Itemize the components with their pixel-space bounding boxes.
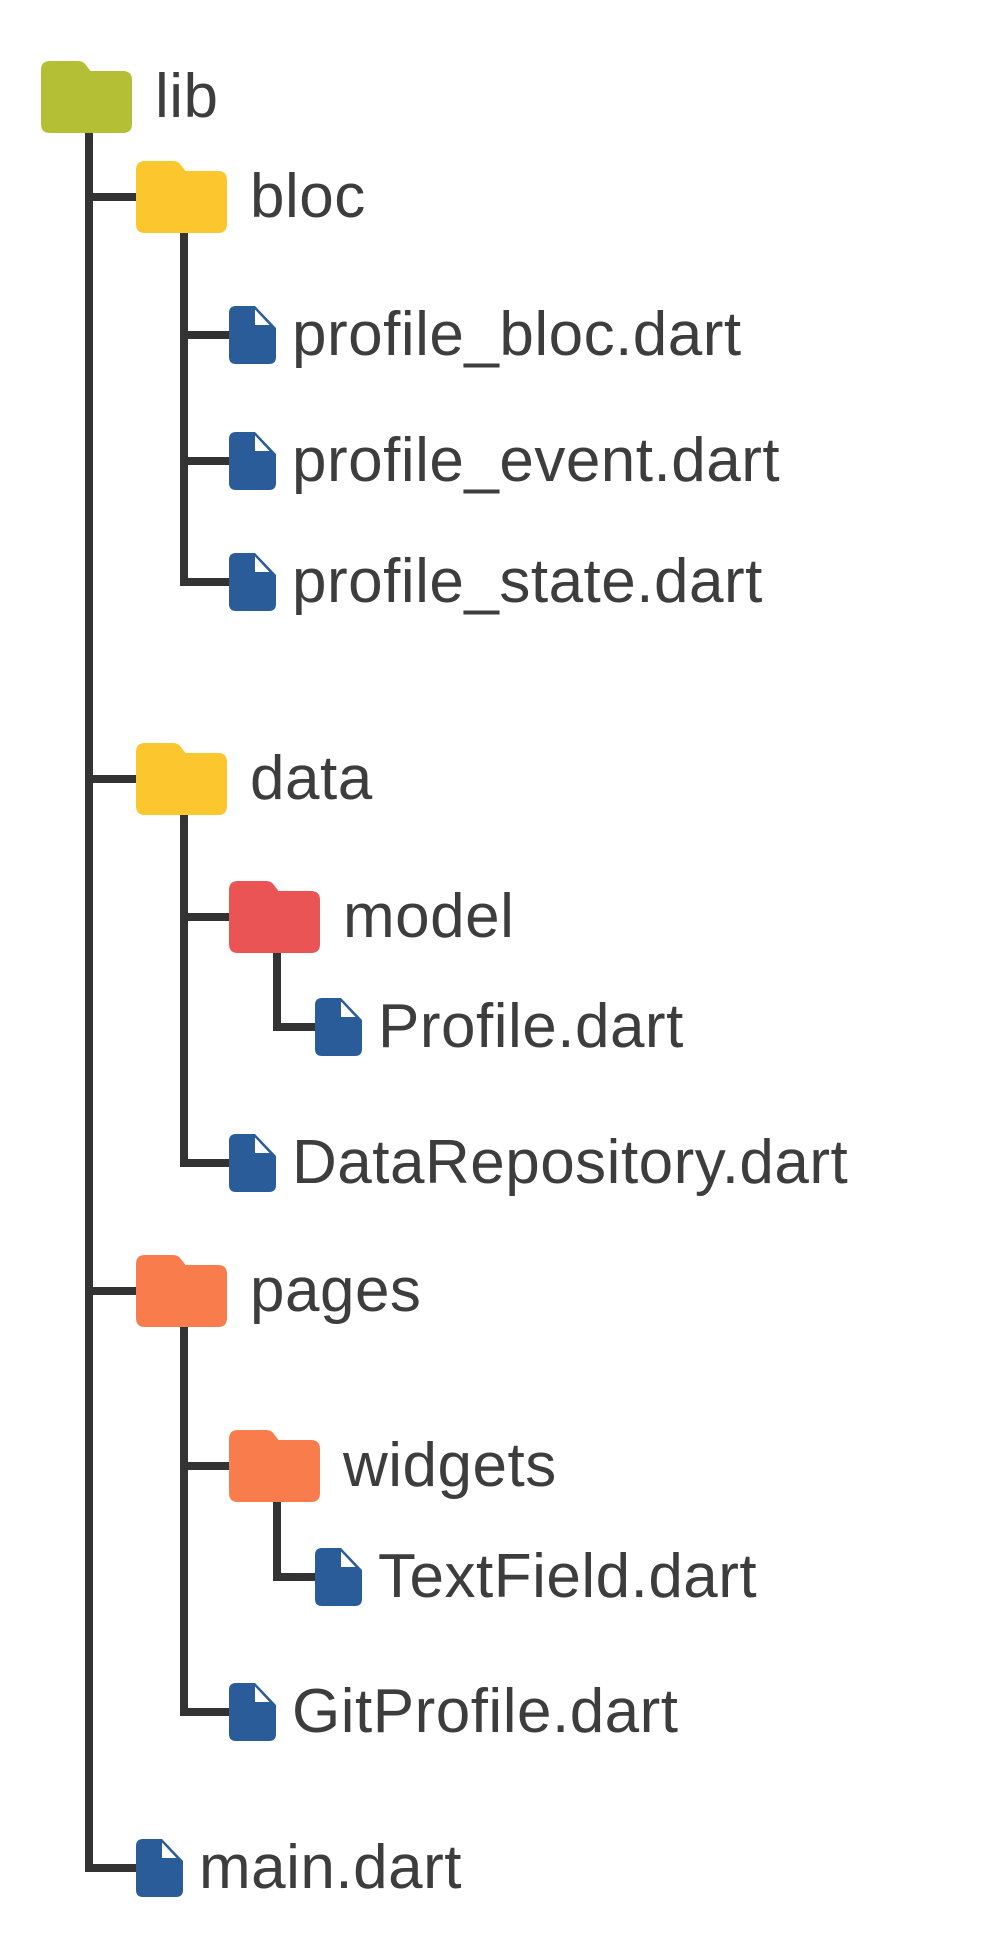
node-label-lib: lib — [155, 62, 219, 131]
node-label-model: model — [343, 882, 515, 951]
tree-branch-line-Profile — [273, 1023, 321, 1031]
tree-node-GitProfile: GitProfile.dart — [229, 1681, 678, 1743]
tree-node-data: data — [136, 743, 372, 815]
tree-node-main: main.dart — [136, 1837, 461, 1899]
tree-node-profile_state: profile_state.dart — [229, 551, 762, 613]
tree-branch-line-profile_event — [180, 457, 235, 465]
tree-node-TextField: TextField.dart — [315, 1546, 757, 1608]
folder-icon — [136, 743, 227, 820]
tree-branch-line-GitProfile — [180, 1708, 235, 1716]
folder-icon — [136, 161, 227, 238]
tree-node-widgets: widgets — [229, 1430, 556, 1502]
tree-trunk-line-data — [180, 809, 188, 1167]
tree-branch-line-model — [180, 913, 235, 921]
file-icon — [229, 306, 276, 369]
file-icon — [315, 998, 362, 1061]
tree-branch-line-pages — [85, 1287, 142, 1295]
tree-node-profile_bloc: profile_bloc.dart — [229, 304, 741, 366]
node-label-bloc: bloc — [250, 162, 366, 231]
node-label-profile_state: profile_state.dart — [292, 547, 763, 616]
tree-branch-line-profile_state — [180, 578, 235, 586]
node-label-pages: pages — [250, 1256, 422, 1325]
node-label-data: data — [250, 744, 373, 813]
node-label-TextField: TextField.dart — [378, 1542, 758, 1611]
tree-node-Profile: Profile.dart — [315, 996, 683, 1058]
tree-node-lib: lib — [41, 61, 218, 133]
file-icon — [229, 1683, 276, 1746]
node-label-profile_event: profile_event.dart — [292, 426, 781, 495]
file-icon — [315, 1548, 362, 1611]
tree-branch-line-data — [85, 775, 142, 783]
folder-icon — [136, 1255, 227, 1332]
tree-branch-line-DataRepository — [180, 1159, 235, 1167]
tree-trunk-line-widgets — [273, 1496, 281, 1581]
tree-branch-line-main — [85, 1864, 142, 1872]
tree-node-DataRepository: DataRepository.dart — [229, 1132, 848, 1194]
tree-trunk-line-lib — [85, 127, 93, 1872]
tree-node-bloc: bloc — [136, 161, 365, 233]
node-label-main: main.dart — [199, 1833, 462, 1902]
tree-branch-line-widgets — [180, 1462, 235, 1470]
tree-trunk-line-model — [273, 947, 281, 1031]
node-label-DataRepository: DataRepository.dart — [292, 1128, 849, 1197]
tree-branch-line-bloc — [85, 193, 142, 201]
node-label-Profile: Profile.dart — [378, 992, 684, 1061]
node-label-profile_bloc: profile_bloc.dart — [292, 300, 742, 369]
node-label-widgets: widgets — [343, 1431, 557, 1500]
file-icon — [229, 432, 276, 495]
tree-trunk-line-bloc — [180, 227, 188, 586]
folder-icon — [229, 1430, 320, 1507]
tree-branch-line-profile_bloc — [180, 331, 235, 339]
tree-trunk-line-pages — [180, 1321, 188, 1716]
folder-icon — [229, 881, 320, 958]
tree-node-model: model — [229, 881, 514, 953]
tree-branch-line-TextField — [273, 1573, 321, 1581]
folder-icon — [41, 61, 132, 138]
node-label-GitProfile: GitProfile.dart — [292, 1677, 679, 1746]
file-icon — [136, 1839, 183, 1902]
tree-node-pages: pages — [136, 1255, 421, 1327]
tree-node-profile_event: profile_event.dart — [229, 430, 780, 492]
file-icon — [229, 1134, 276, 1197]
file-icon — [229, 553, 276, 616]
